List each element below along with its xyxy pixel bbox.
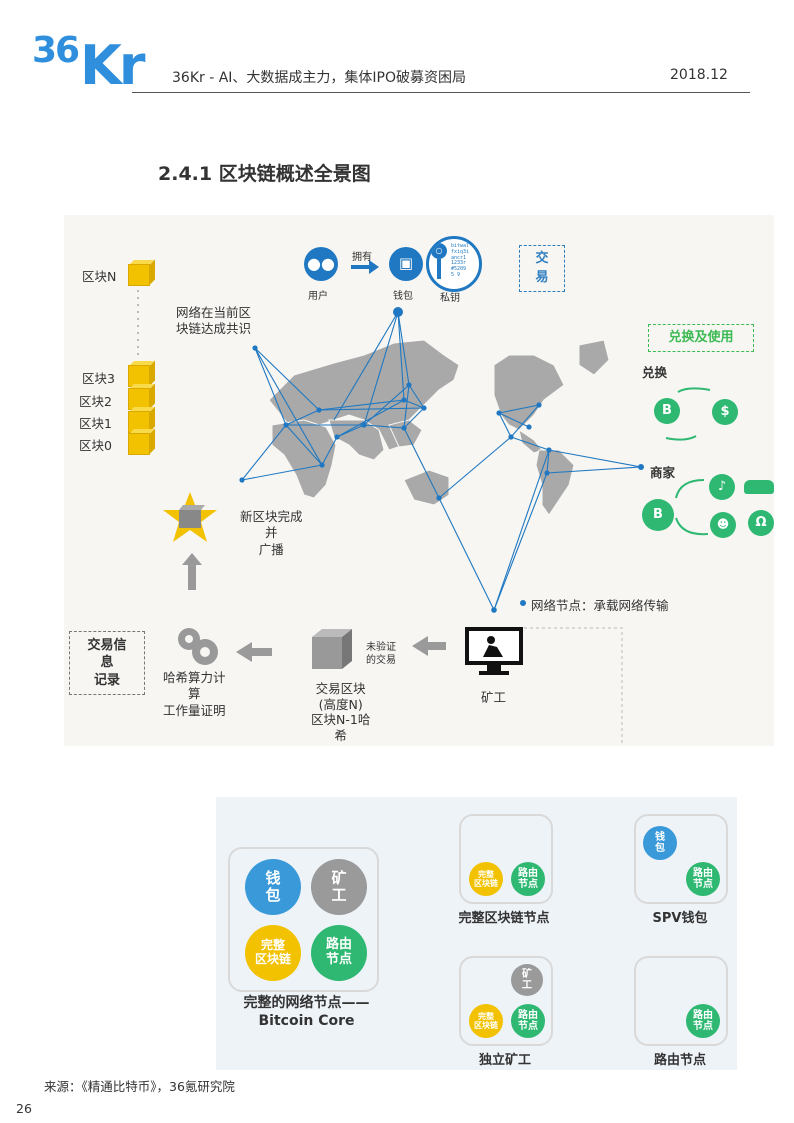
gear-icon: [178, 628, 218, 665]
exchange-cycle-arrows: [665, 387, 711, 441]
own-label: 拥有: [352, 252, 372, 263]
bitcoin-icon: B: [654, 398, 680, 424]
block-0-label: 区块0: [79, 438, 112, 453]
miner-monitor-icon: [465, 627, 523, 675]
full-node-caption: 完整的网络节点—— Bitcoin Core: [243, 995, 370, 1030]
miner-circle: 矿 工: [311, 859, 367, 915]
exchange-box: 兑换及使用: [648, 324, 754, 352]
full-chain-node-label: 完整区块链节点: [458, 911, 550, 926]
full-chain-node-chain: 完整 区块链: [469, 862, 503, 896]
route-node-label: 路由节点: [653, 1053, 706, 1068]
dollar-icon: $: [712, 399, 738, 425]
spv-wallet-label: SPV钱包: [652, 911, 708, 926]
report-date: 2018.12: [670, 67, 728, 83]
header-divider: [132, 92, 750, 93]
shopping-icon: ☻: [710, 512, 736, 538]
wallet-circle: 钱 包: [245, 859, 301, 915]
unverified-note: 未验证 的交易: [366, 642, 396, 666]
food-icon: ♪: [709, 474, 735, 500]
report-title: 36Kr - AI、大数据成主力，集体IPO破募资困局: [172, 70, 466, 86]
hash-note: 哈希算力计 算 工作量证明: [163, 670, 226, 718]
node-legend: 网络节点：承载网络传输: [531, 598, 669, 613]
bitcoin-bag-icon: B: [642, 499, 674, 531]
route-node-circle: 路由 节点: [686, 1004, 720, 1038]
record-box: 交易信 息 记录: [69, 631, 145, 695]
full-chain-node-route: 路由 节点: [511, 862, 545, 896]
block-1-label: 区块1: [79, 416, 112, 431]
network-nodes: [239, 307, 644, 613]
wallet-icon: ▣: [389, 247, 423, 281]
tx-block-cube-icon: [312, 629, 352, 669]
full-chain-circle: 完整 区块链: [245, 925, 301, 981]
solo-miner-route: 路由 节点: [511, 1004, 545, 1038]
world-network-map: [137, 260, 644, 746]
wallet-label: 钱包: [393, 291, 413, 302]
page-number: 26: [16, 1101, 32, 1116]
source-note: 来源：《精通比特币》，36氪研究院: [44, 1079, 235, 1094]
car-icon: [744, 480, 774, 494]
node-dot-icon: [520, 600, 526, 606]
consensus-note: 网络在当前区 块链达成共识: [176, 305, 252, 337]
route-circle: 路由 节点: [311, 925, 367, 981]
private-key-icon: ○ bitwal fxiq3i ancr1 1233r #5209 5 9: [426, 236, 482, 292]
solo-miner-chain: 完整 区块链: [469, 1004, 503, 1038]
solo-miner-label: 独立矿工: [478, 1053, 531, 1068]
block-n-label: 区块N: [82, 269, 117, 284]
section-title: 2.4.1 区块链概述全景图: [158, 163, 371, 185]
redeem-label: 兑换: [642, 365, 668, 380]
world-map-shape: [268, 339, 610, 516]
trade-box: 交 易: [519, 245, 565, 292]
user-icon: ●●: [304, 247, 338, 281]
merchant-label: 商家: [650, 465, 676, 480]
miner-label: 矿工: [481, 690, 507, 705]
block-0-cube: [128, 433, 150, 455]
private-key-label: 私钥: [440, 293, 460, 304]
block-3-label: 区块3: [82, 371, 115, 386]
headset-icon: Ω: [748, 510, 774, 536]
merchant-cycle-arrows: [675, 479, 709, 536]
spv-route-circle: 路由 节点: [686, 862, 720, 896]
tx-block-note: 交易区块 (高度N) 区块N-1哈 希: [311, 681, 371, 743]
new-block-star-icon: [163, 492, 217, 542]
network-links: [241, 311, 642, 611]
spv-wallet-circle: 钱 包: [643, 826, 677, 860]
solo-miner-circle: 矿 工: [511, 964, 543, 996]
broadcast-note: 新区块完成 并 广播: [240, 509, 303, 557]
user-label: 用户: [308, 291, 328, 302]
block-2-label: 区块2: [79, 394, 112, 409]
block-n-cube: [128, 264, 150, 286]
